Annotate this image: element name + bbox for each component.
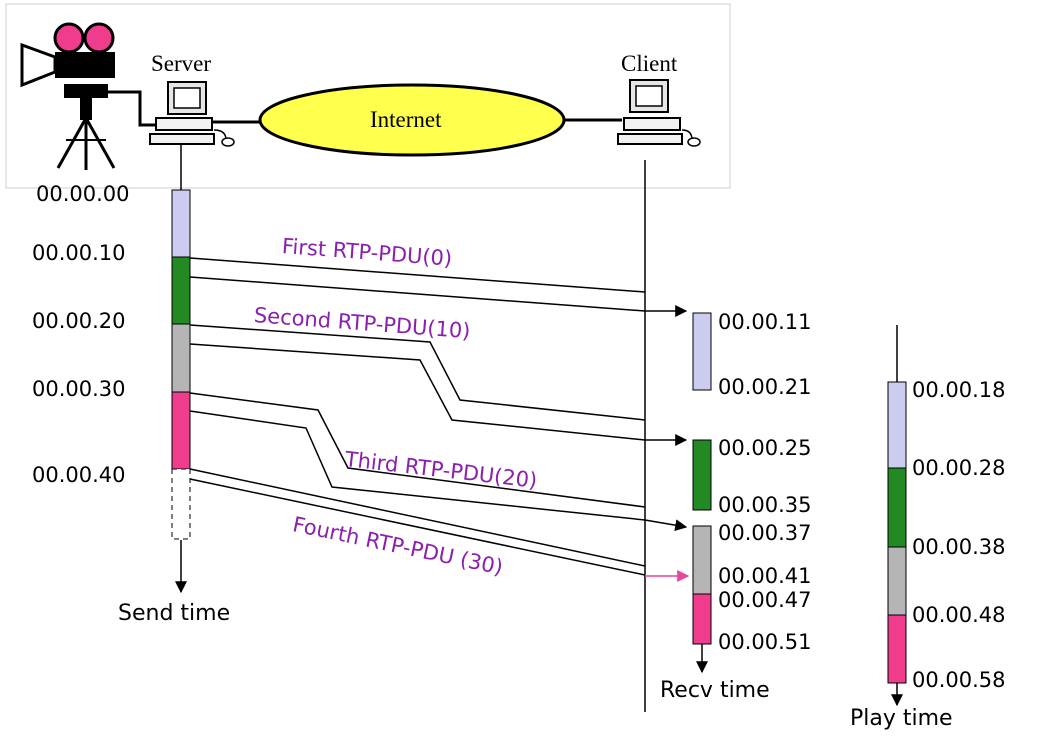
play-time-0: 00.00.18 [912, 378, 1006, 402]
recv-time-1: 00.00.21 [718, 375, 812, 399]
recv-block-first [692, 312, 712, 391]
recv-time-axis-label: Recv time [660, 678, 770, 703]
send-time-axis-label: Send time [118, 601, 231, 626]
internet-label: Internet [370, 107, 442, 132]
client-computer-icon [617, 79, 701, 147]
play-time-4: 00.00.58 [912, 668, 1006, 692]
recv-time-5: 00.00.41 [718, 564, 812, 588]
send-block-first [171, 189, 191, 258]
send-time-4: 00.00.40 [32, 463, 126, 487]
server-computer-icon [149, 81, 235, 147]
recv-time-0: 00.00.11 [718, 310, 812, 334]
send-time-0: 00.00.00 [36, 182, 130, 206]
recv-time-7: 00.00.51 [718, 630, 812, 654]
play-block-second [887, 467, 907, 548]
path-second-end [189, 343, 688, 446]
video-camera-icon [20, 22, 160, 170]
path-fourth-end [189, 478, 646, 576]
play-time-axis-label: Play time [850, 706, 953, 731]
path-second-start [189, 324, 646, 421]
play-time-1: 00.00.28 [912, 456, 1006, 480]
send-block-second [171, 256, 191, 325]
path-first-end [189, 276, 688, 317]
send-time-3: 00.00.30 [32, 377, 126, 401]
client-label: Client [621, 51, 678, 76]
recv-time-6: 00.00.47 [718, 588, 812, 612]
play-time-3: 00.00.48 [912, 603, 1006, 627]
send-block-empty [171, 468, 191, 540]
send-time-2: 00.00.20 [32, 309, 126, 333]
server-label: Server [151, 51, 212, 76]
recv-time-3: 00.00.35 [718, 493, 812, 517]
recv-block-second [692, 439, 712, 511]
recv-time-4: 00.00.37 [718, 521, 812, 545]
play-block-third [887, 546, 907, 616]
recv-time-2: 00.00.25 [718, 436, 812, 460]
packet-paths [189, 257, 688, 576]
path-fourth-start [189, 468, 646, 567]
send-block-fourth [171, 391, 191, 470]
send-time-1: 00.00.10 [32, 241, 126, 265]
path-first-start [189, 257, 646, 293]
recv-block-third [692, 525, 712, 595]
play-time-2: 00.00.38 [912, 535, 1006, 559]
internet-cloud [258, 83, 566, 157]
path-third-start [189, 392, 646, 508]
play-block-first [887, 381, 907, 469]
send-block-third [171, 323, 191, 393]
path-third-end [189, 410, 688, 532]
play-block-fourth [887, 614, 907, 684]
recv-block-fourth [692, 593, 712, 645]
